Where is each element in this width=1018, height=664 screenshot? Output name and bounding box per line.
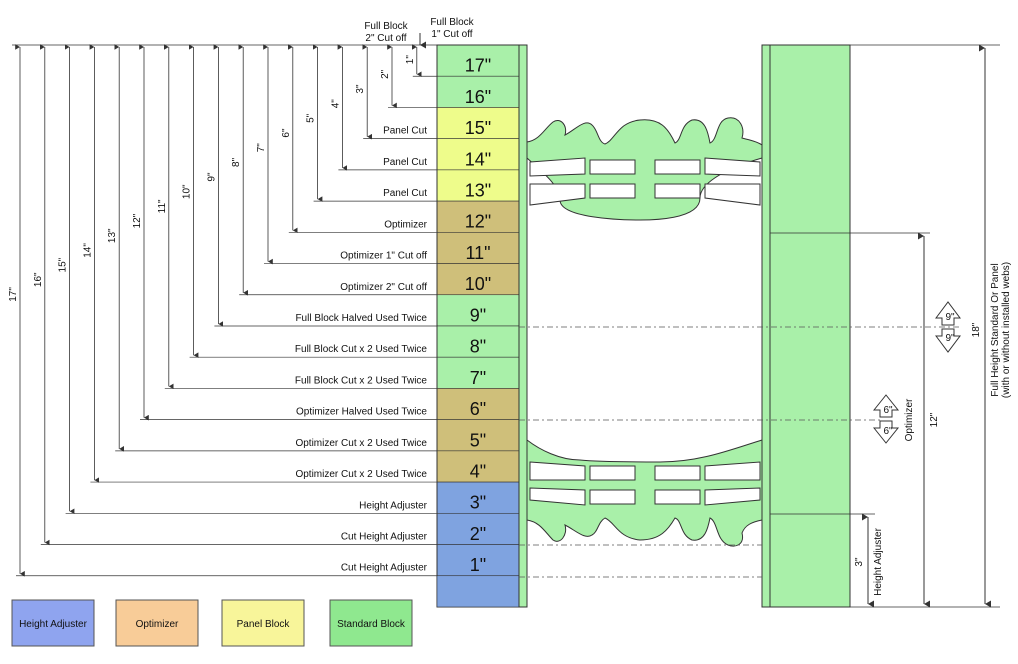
block-row — [436, 263, 520, 296]
dim-label: 2" — [380, 69, 391, 79]
row-description: Optimizer 1" Cut off — [340, 251, 427, 262]
dim-18: 18" — [971, 322, 982, 337]
legend-label: Optimizer — [136, 619, 179, 630]
left-dimension-lines: 17" 16" 15" 14" 13" 12" 11" 10" 9" 8" 7" 6" 5" 4" 3" 2"… — [8, 44, 437, 577]
dim-label: 8" — [231, 157, 242, 167]
legend-label: Standard Block — [337, 619, 406, 630]
legend-item: Panel Block — [221, 599, 305, 647]
row-label: 17" — [465, 56, 491, 76]
dim-label: 3" — [355, 84, 366, 94]
row-label: 12" — [465, 212, 491, 232]
legend-swatch — [329, 599, 413, 647]
guide-lines — [519, 326, 960, 578]
optimizer-vertical-label: Optimizer — [904, 398, 915, 441]
row-label: 5" — [470, 430, 486, 450]
row-description: Cut Height Adjuster — [341, 563, 428, 574]
block-row — [436, 450, 520, 483]
legend-item: Height Adjuster — [11, 599, 95, 647]
full-height-label: Full Height Standard Or Panel — [990, 263, 1001, 396]
row-description: Optimizer Halved Used Twice — [296, 407, 427, 418]
block-row-base — [436, 575, 520, 608]
dim-label: 7" — [256, 143, 267, 153]
row-label: 2" — [470, 524, 486, 544]
arrow-9-down-label: 9" — [945, 333, 955, 344]
row-label: 11" — [465, 243, 490, 263]
row-description: Cut Height Adjuster — [341, 532, 428, 543]
row-label: 10" — [465, 274, 491, 294]
row-description: Panel Cut — [383, 126, 427, 137]
dim-label: 9" — [206, 172, 217, 182]
dim-12: 12" — [929, 412, 940, 427]
legend-swatch — [221, 599, 305, 647]
row-label: 14" — [465, 149, 491, 169]
dim-label: 17" — [8, 287, 19, 302]
right-wall — [761, 44, 851, 608]
row-label: 3" — [470, 493, 486, 513]
inner-wall-strip — [518, 44, 528, 608]
row-label: 6" — [470, 399, 486, 419]
block-row — [436, 388, 520, 420]
arrow-6-down-label: 6" — [883, 426, 893, 437]
legend-item: Optimizer — [115, 599, 199, 647]
dim-label: 13" — [107, 228, 118, 243]
row-description: Optimizer 2" Cut off — [340, 282, 427, 293]
legend-swatch — [11, 599, 95, 647]
dim-label: 11" — [157, 199, 168, 213]
row-label: 13" — [465, 180, 491, 200]
dim-label: 5" — [306, 113, 317, 123]
right-dimensions: 18" Full Height Standard Or Panel (with … — [850, 44, 1012, 608]
block-row — [436, 75, 520, 108]
legend-item: Standard Block — [329, 599, 413, 647]
height-adjuster-vertical-label: Height Adjuster — [873, 527, 884, 595]
row-label: 4" — [470, 461, 486, 481]
row-label: 8" — [470, 337, 486, 357]
dim-label: 15" — [58, 257, 69, 272]
row-label: 7" — [470, 368, 486, 388]
row-label: 16" — [465, 87, 491, 107]
top-labels: Full Block 2" Cut off Full Block 1" Cut … — [364, 17, 475, 49]
row-description: Height Adjuster — [359, 500, 427, 511]
row-label: 9" — [470, 305, 486, 325]
row-description: Optimizer — [384, 219, 427, 230]
dim-3: 3" — [854, 557, 865, 567]
arrow-9-up-label: 9" — [945, 312, 955, 323]
row-label: 15" — [465, 118, 491, 138]
web-top — [526, 117, 763, 221]
dim-label: 10" — [182, 184, 193, 199]
full-height-sublabel: (with or without installed webs) — [1001, 262, 1012, 398]
dim-label: 4" — [330, 99, 341, 109]
dim-label: 12" — [132, 213, 143, 228]
block-row — [436, 356, 520, 389]
dim-label: 1" — [405, 55, 416, 65]
row-description: Full Block Cut x 2 Used Twice — [295, 375, 428, 386]
dim-label: 16" — [33, 272, 44, 287]
arrow-6-icon: 6" 6" — [872, 394, 900, 444]
full-block-2-line1: Full Block — [364, 21, 408, 32]
web-bottom — [526, 438, 763, 547]
legend-swatch — [115, 599, 199, 647]
row-description: Optimizer Cut x 2 Used Twice — [295, 438, 427, 449]
full-block-2-line2: 2" Cut off — [365, 33, 406, 44]
dim-label: 14" — [82, 243, 93, 258]
arrow-6-up-label: 6" — [883, 405, 893, 416]
legend-label: Panel Block — [237, 619, 291, 630]
block-row — [436, 200, 520, 233]
row-label: 1" — [470, 555, 486, 575]
block-column: 17" 16" 15" 14" 13" 12" 11" 10" 9" 8" 7" 6" 5" 4" 3" 2"… — [436, 44, 520, 608]
legend-label: Height Adjuster — [19, 619, 87, 630]
full-block-1-line1: Full Block — [430, 17, 474, 28]
arrow-9-icon: 9" 9" — [935, 301, 961, 353]
legend: Height Adjuster Optimizer Panel Block Stand… — [11, 599, 413, 647]
row-description: Full Block Cut x 2 Used Twice — [295, 344, 428, 355]
full-block-1-line2: 1" Cut off — [431, 29, 472, 40]
row-description: Panel Cut — [383, 188, 427, 199]
row-description: Full Block Halved Used Twice — [295, 313, 427, 324]
dim-label: 6" — [281, 128, 292, 138]
block-row — [436, 325, 520, 358]
row-description: Optimizer Cut x 2 Used Twice — [295, 469, 427, 480]
row-description: Panel Cut — [383, 157, 427, 168]
